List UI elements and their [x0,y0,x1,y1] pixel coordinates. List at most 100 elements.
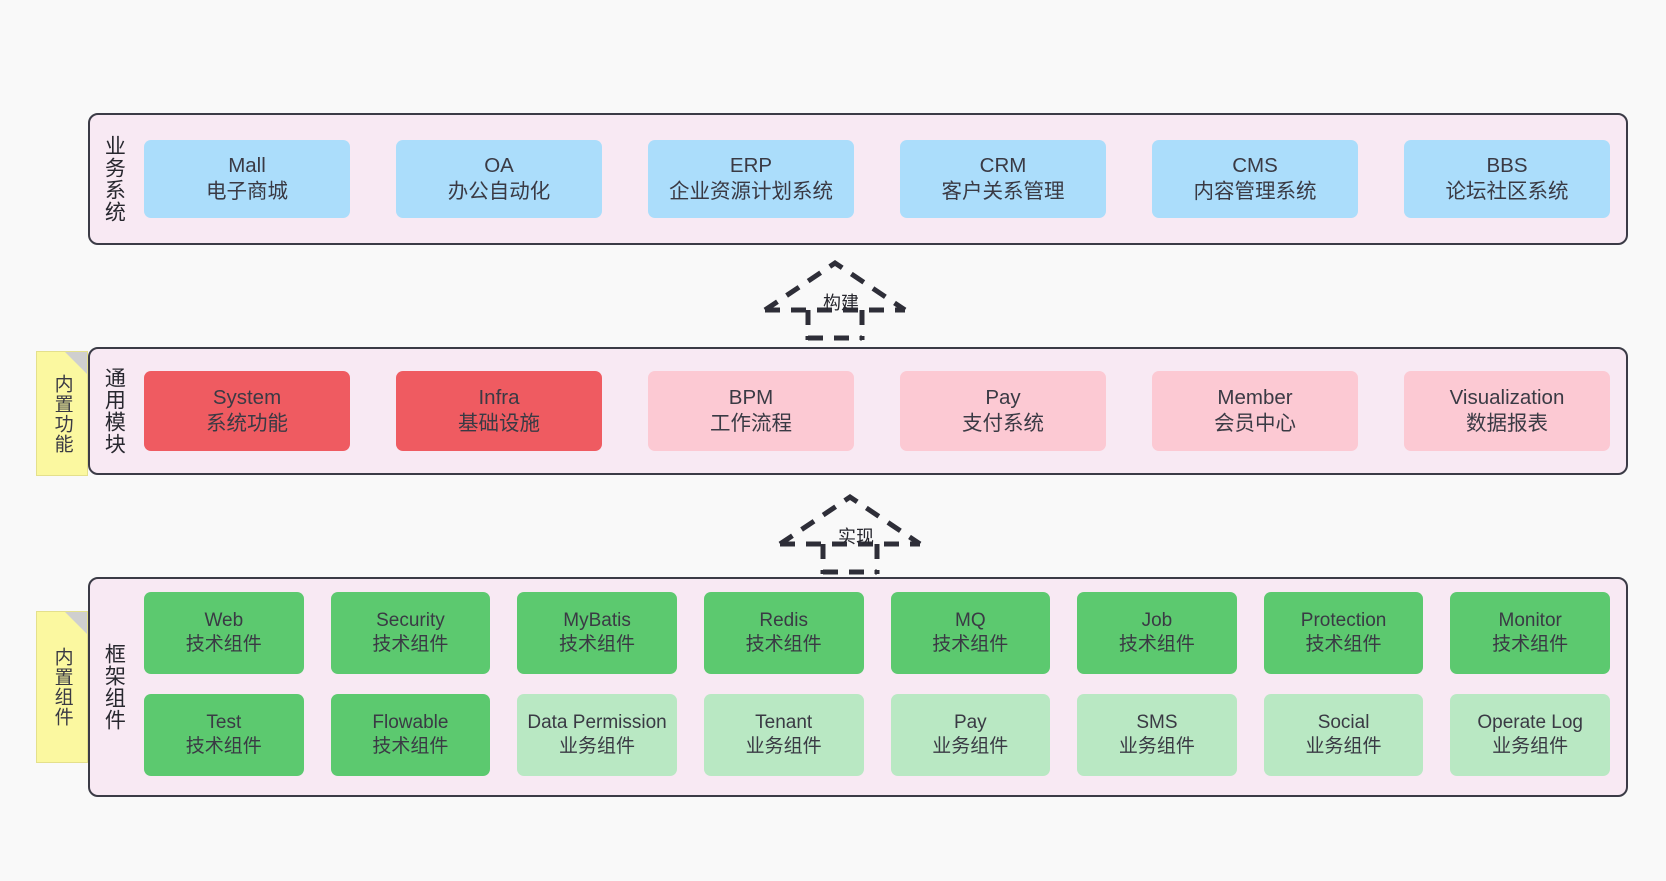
node-subtitle: 内容管理系统 [1193,180,1317,203]
node-operate-log[interactable]: Operate Log 业务组件 [1450,693,1610,776]
node-title: ERP [729,154,773,178]
folded-corner-icon [65,352,87,374]
node-bbs[interactable]: BBS 论坛社区系统 [1404,140,1610,218]
node-mybatis[interactable]: MyBatis 技术组件 [517,592,677,674]
node-subtitle: 基础设施 [458,412,540,435]
node-subtitle: 业务组件 [1305,735,1382,757]
connector-implement-label: 实现 [838,527,874,547]
node-title: Infra [478,386,520,410]
node-test[interactable]: Test 技术组件 [144,693,304,776]
node-title: Pay [953,711,987,733]
node-title: Security [376,610,445,632]
layer-body-common: System 系统功能 Infra 基础设施 BPM 工作流程 Pay 支付系统… [136,349,1626,473]
node-social[interactable]: Social 业务组件 [1263,693,1424,776]
node-job[interactable]: Job 技术组件 [1077,592,1237,674]
layer-framework-components: 框架组件 Web 技术组件 Security 技术组件 MyBatis 技术组件… [88,577,1628,797]
node-subtitle: 技术组件 [372,634,449,655]
node-subtitle: 技术组件 [1118,634,1195,655]
node-web[interactable]: Web 技术组件 [144,592,304,674]
node-mall[interactable]: Mall 电子商城 [144,140,350,218]
layer-title-common: 通用模块 [102,367,126,455]
node-erp[interactable]: ERP 企业资源计划系统 [648,140,854,218]
node-visualization[interactable]: Visualization 数据报表 [1404,371,1610,451]
node-mq[interactable]: MQ 技术组件 [890,592,1051,674]
node-subtitle: 技术组件 [559,634,636,655]
node-title: Social [1317,711,1370,733]
node-subtitle: 技术组件 [185,735,262,757]
node-tenant[interactable]: Tenant 业务组件 [703,693,864,776]
node-subtitle: 业务组件 [932,735,1009,757]
node-title: MyBatis [563,610,631,632]
node-protection[interactable]: Protection 技术组件 [1263,592,1424,674]
node-subtitle: 论坛社区系统 [1445,180,1569,203]
node-subtitle: 业务组件 [1118,735,1195,757]
sticky-note-builtin-features: 内置功能 [36,351,88,476]
node-redis[interactable]: Redis 技术组件 [703,592,864,674]
connector-build-label: 构建 [823,293,859,313]
node-subtitle: 技术组件 [1492,634,1569,655]
node-subtitle: 数据报表 [1466,412,1548,435]
node-cms[interactable]: CMS 内容管理系统 [1152,140,1358,218]
layer-title-framework: 框架组件 [102,643,126,731]
node-subtitle: 技术组件 [932,634,1009,655]
node-security[interactable]: Security 技术组件 [330,592,491,674]
node-subtitle: 业务组件 [745,735,822,757]
node-subtitle: 技术组件 [1305,634,1382,655]
sticky-note-builtin-components: 内置组件 [36,611,88,763]
node-subtitle: 电子商城 [206,180,288,203]
node-title: Tenant [755,711,813,733]
node-title: BBS [1486,154,1528,178]
node-title: Visualization [1449,386,1565,410]
node-title: BPM [728,386,774,410]
node-infra[interactable]: Infra 基础设施 [396,371,602,451]
connector-implement: 实现 [775,492,925,575]
layer-body-business: Mall 电子商城 OA 办公自动化 ERP 企业资源计划系统 CRM 客户关系… [136,115,1626,243]
node-title: Operate Log [1477,711,1583,733]
node-title: CRM [979,154,1027,178]
node-title: Job [1141,610,1173,632]
layer-body-framework: Web 技术组件 Security 技术组件 MyBatis 技术组件 Redi… [136,579,1626,795]
node-title: SMS [1136,711,1178,733]
node-title: Member [1217,386,1293,410]
node-title: Data Permission [527,711,667,733]
node-title: Pay [985,386,1021,410]
connector-build: 构建 [760,258,910,341]
node-system[interactable]: System 系统功能 [144,371,350,451]
node-monitor[interactable]: Monitor 技术组件 [1450,592,1610,674]
node-title: Test [206,711,242,733]
node-title: System [212,386,282,410]
node-subtitle: 技术组件 [185,634,262,655]
node-data-permission[interactable]: Data Permission 业务组件 [517,693,677,776]
sticky-note-label: 内置组件 [51,647,73,727]
node-bpm[interactable]: BPM 工作流程 [648,371,854,451]
node-title: MQ [955,610,986,632]
node-subtitle: 企业资源计划系统 [669,180,833,203]
node-pay-module[interactable]: Pay 支付系统 [900,371,1106,451]
node-subtitle: 系统功能 [206,412,288,435]
layer-business-systems: 业务系统 Mall 电子商城 OA 办公自动化 ERP 企业资源计划系统 CRM… [88,113,1628,245]
node-subtitle: 工作流程 [710,412,792,435]
node-crm[interactable]: CRM 客户关系管理 [900,140,1106,218]
node-subtitle: 业务组件 [1492,735,1569,757]
node-flowable[interactable]: Flowable 技术组件 [330,693,491,776]
node-subtitle: 办公自动化 [447,180,551,203]
node-title: OA [484,154,514,178]
layer-title-business: 业务系统 [102,135,126,223]
node-subtitle: 支付系统 [962,412,1044,435]
node-subtitle: 技术组件 [745,634,822,655]
node-member[interactable]: Member 会员中心 [1152,371,1358,451]
node-pay-component[interactable]: Pay 业务组件 [890,693,1051,776]
node-subtitle: 技术组件 [372,735,449,757]
node-title: Flowable [372,711,449,733]
node-subtitle: 业务组件 [559,735,636,757]
node-title: Mall [228,154,266,178]
node-oa[interactable]: OA 办公自动化 [396,140,602,218]
node-title: Web [204,610,244,632]
node-sms[interactable]: SMS 业务组件 [1077,693,1237,776]
sticky-note-label: 内置功能 [51,373,73,454]
node-subtitle: 会员中心 [1214,412,1296,435]
node-subtitle: 客户关系管理 [941,180,1065,203]
node-title: CMS [1232,154,1278,178]
node-title: Redis [759,610,808,632]
